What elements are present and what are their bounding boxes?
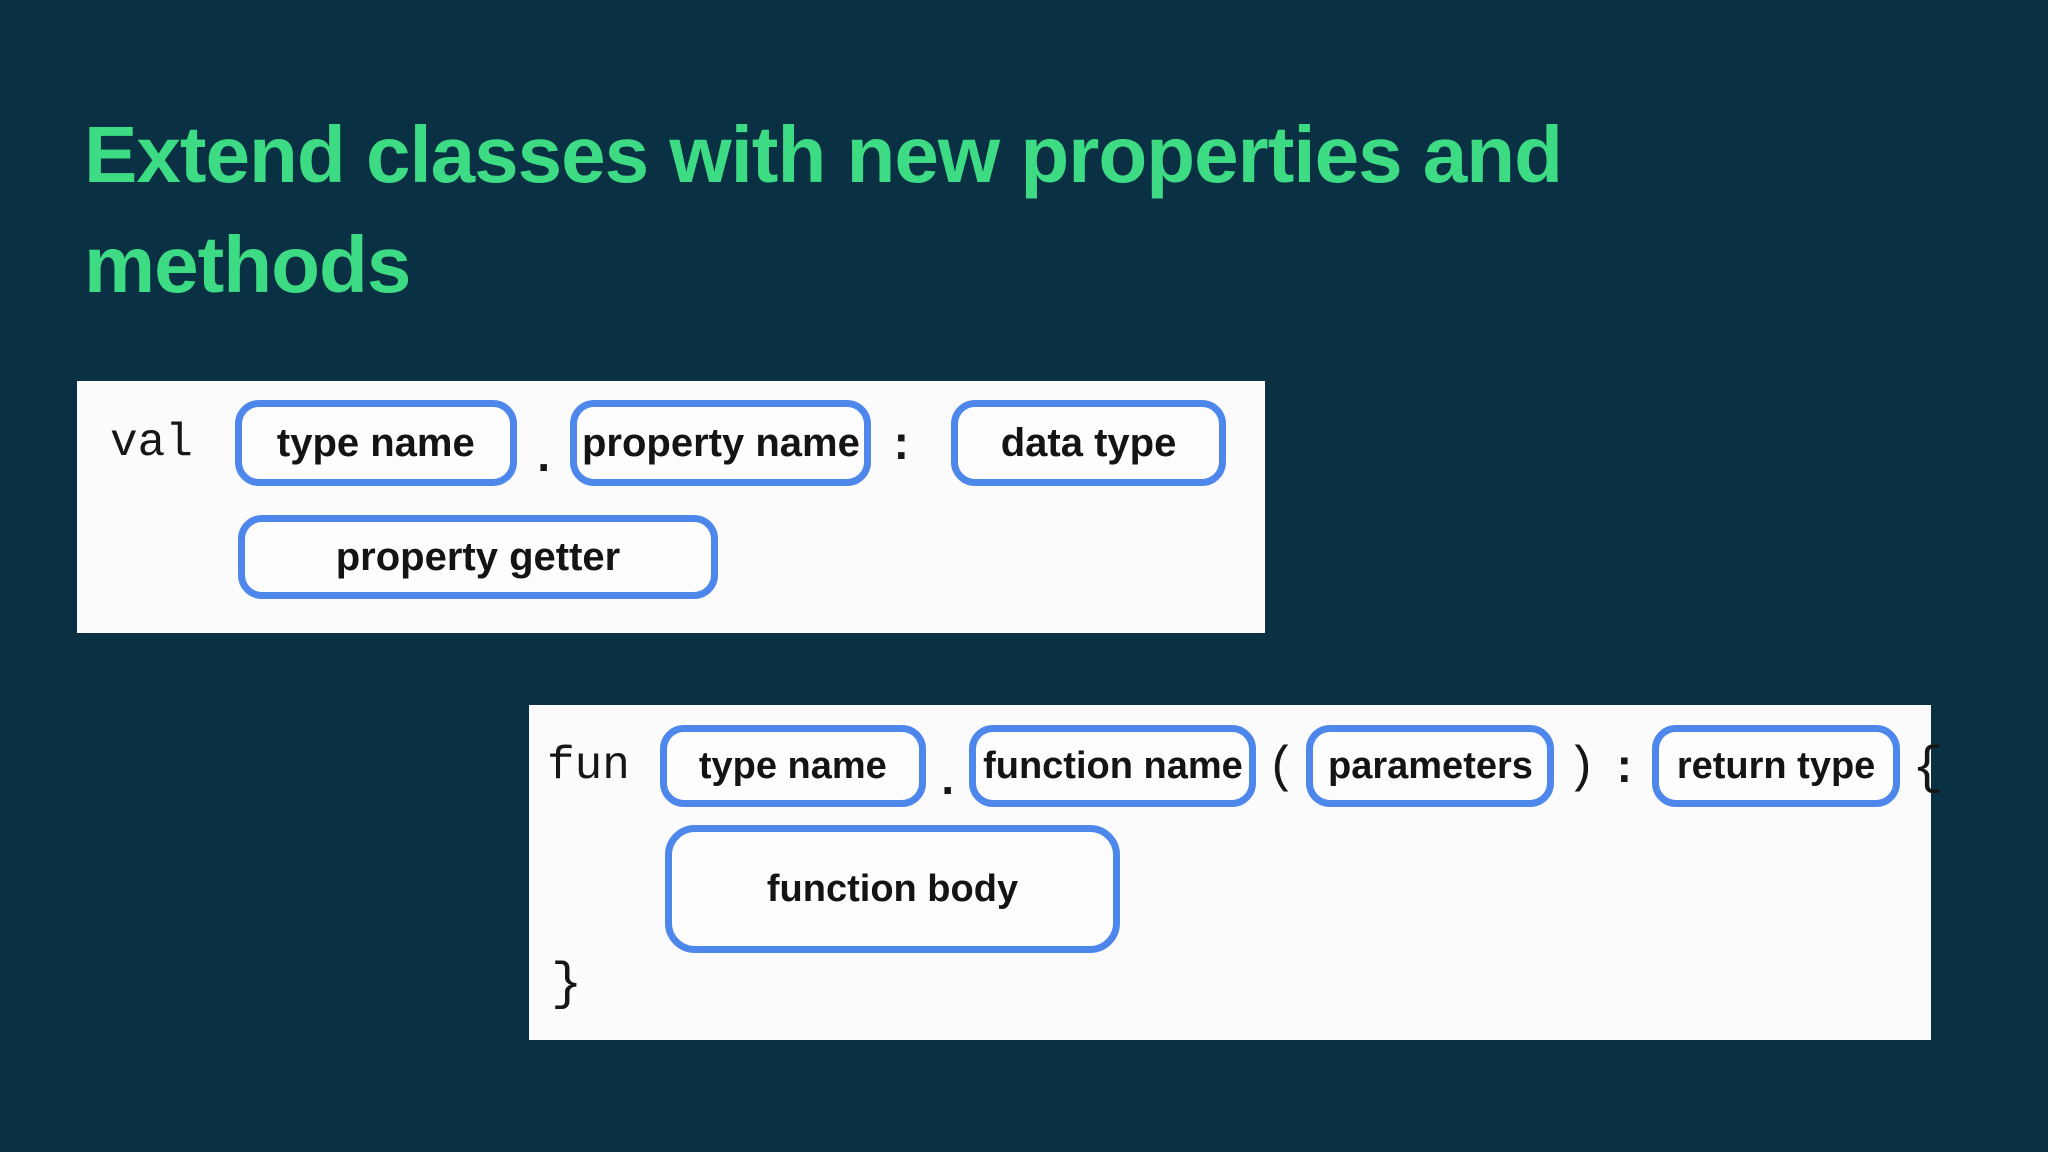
function-name-label: function name (983, 744, 1243, 787)
slide-title-line-2: methods (84, 220, 411, 309)
property-name-label: property name (582, 420, 860, 465)
type-name-box: type name (234, 400, 517, 486)
function-syntax-panel: fun type name . function name ( paramete… (529, 705, 1943, 1040)
open-paren: ( (1266, 739, 1297, 797)
property-name-box: property name (570, 400, 872, 486)
colon-separator: : (887, 421, 916, 473)
property-syntax-row: val type name . property name : data typ… (110, 400, 1227, 486)
data-type-box: data type (951, 400, 1227, 486)
type-name-label: type name (698, 744, 887, 787)
type-name-label: type name (276, 420, 475, 465)
data-type-label: data type (1000, 420, 1177, 465)
property-syntax-panel: val type name . property name : data typ… (77, 381, 1265, 633)
type-name-box: type name (659, 725, 926, 807)
val-keyword: val (110, 417, 193, 469)
dot-separator: . (933, 756, 962, 808)
function-body-box: function body (665, 825, 1120, 953)
close-brace: } (551, 955, 583, 1014)
colon-separator: : (1610, 744, 1639, 796)
function-body-label: function body (766, 867, 1019, 910)
function-syntax-row: fun type name . function name ( paramete… (547, 725, 1944, 808)
parameters-box: parameters (1306, 725, 1555, 807)
parameters-label: parameters (1328, 744, 1533, 787)
fun-keyword: fun (547, 740, 630, 792)
dot-separator: . (529, 433, 558, 485)
property-getter-box: property getter (238, 515, 718, 599)
slide-title-line-1: Extend classes with new properties and (84, 110, 1563, 199)
open-brace: { (1912, 738, 1944, 798)
return-type-label: return type (1676, 744, 1876, 787)
return-type-box: return type (1652, 725, 1901, 807)
function-name-box: function name (969, 725, 1257, 807)
close-paren: ) (1566, 739, 1597, 797)
property-getter-label: property getter (335, 534, 621, 579)
slide-title: Extend classes with new properties and m… (84, 100, 1563, 320)
